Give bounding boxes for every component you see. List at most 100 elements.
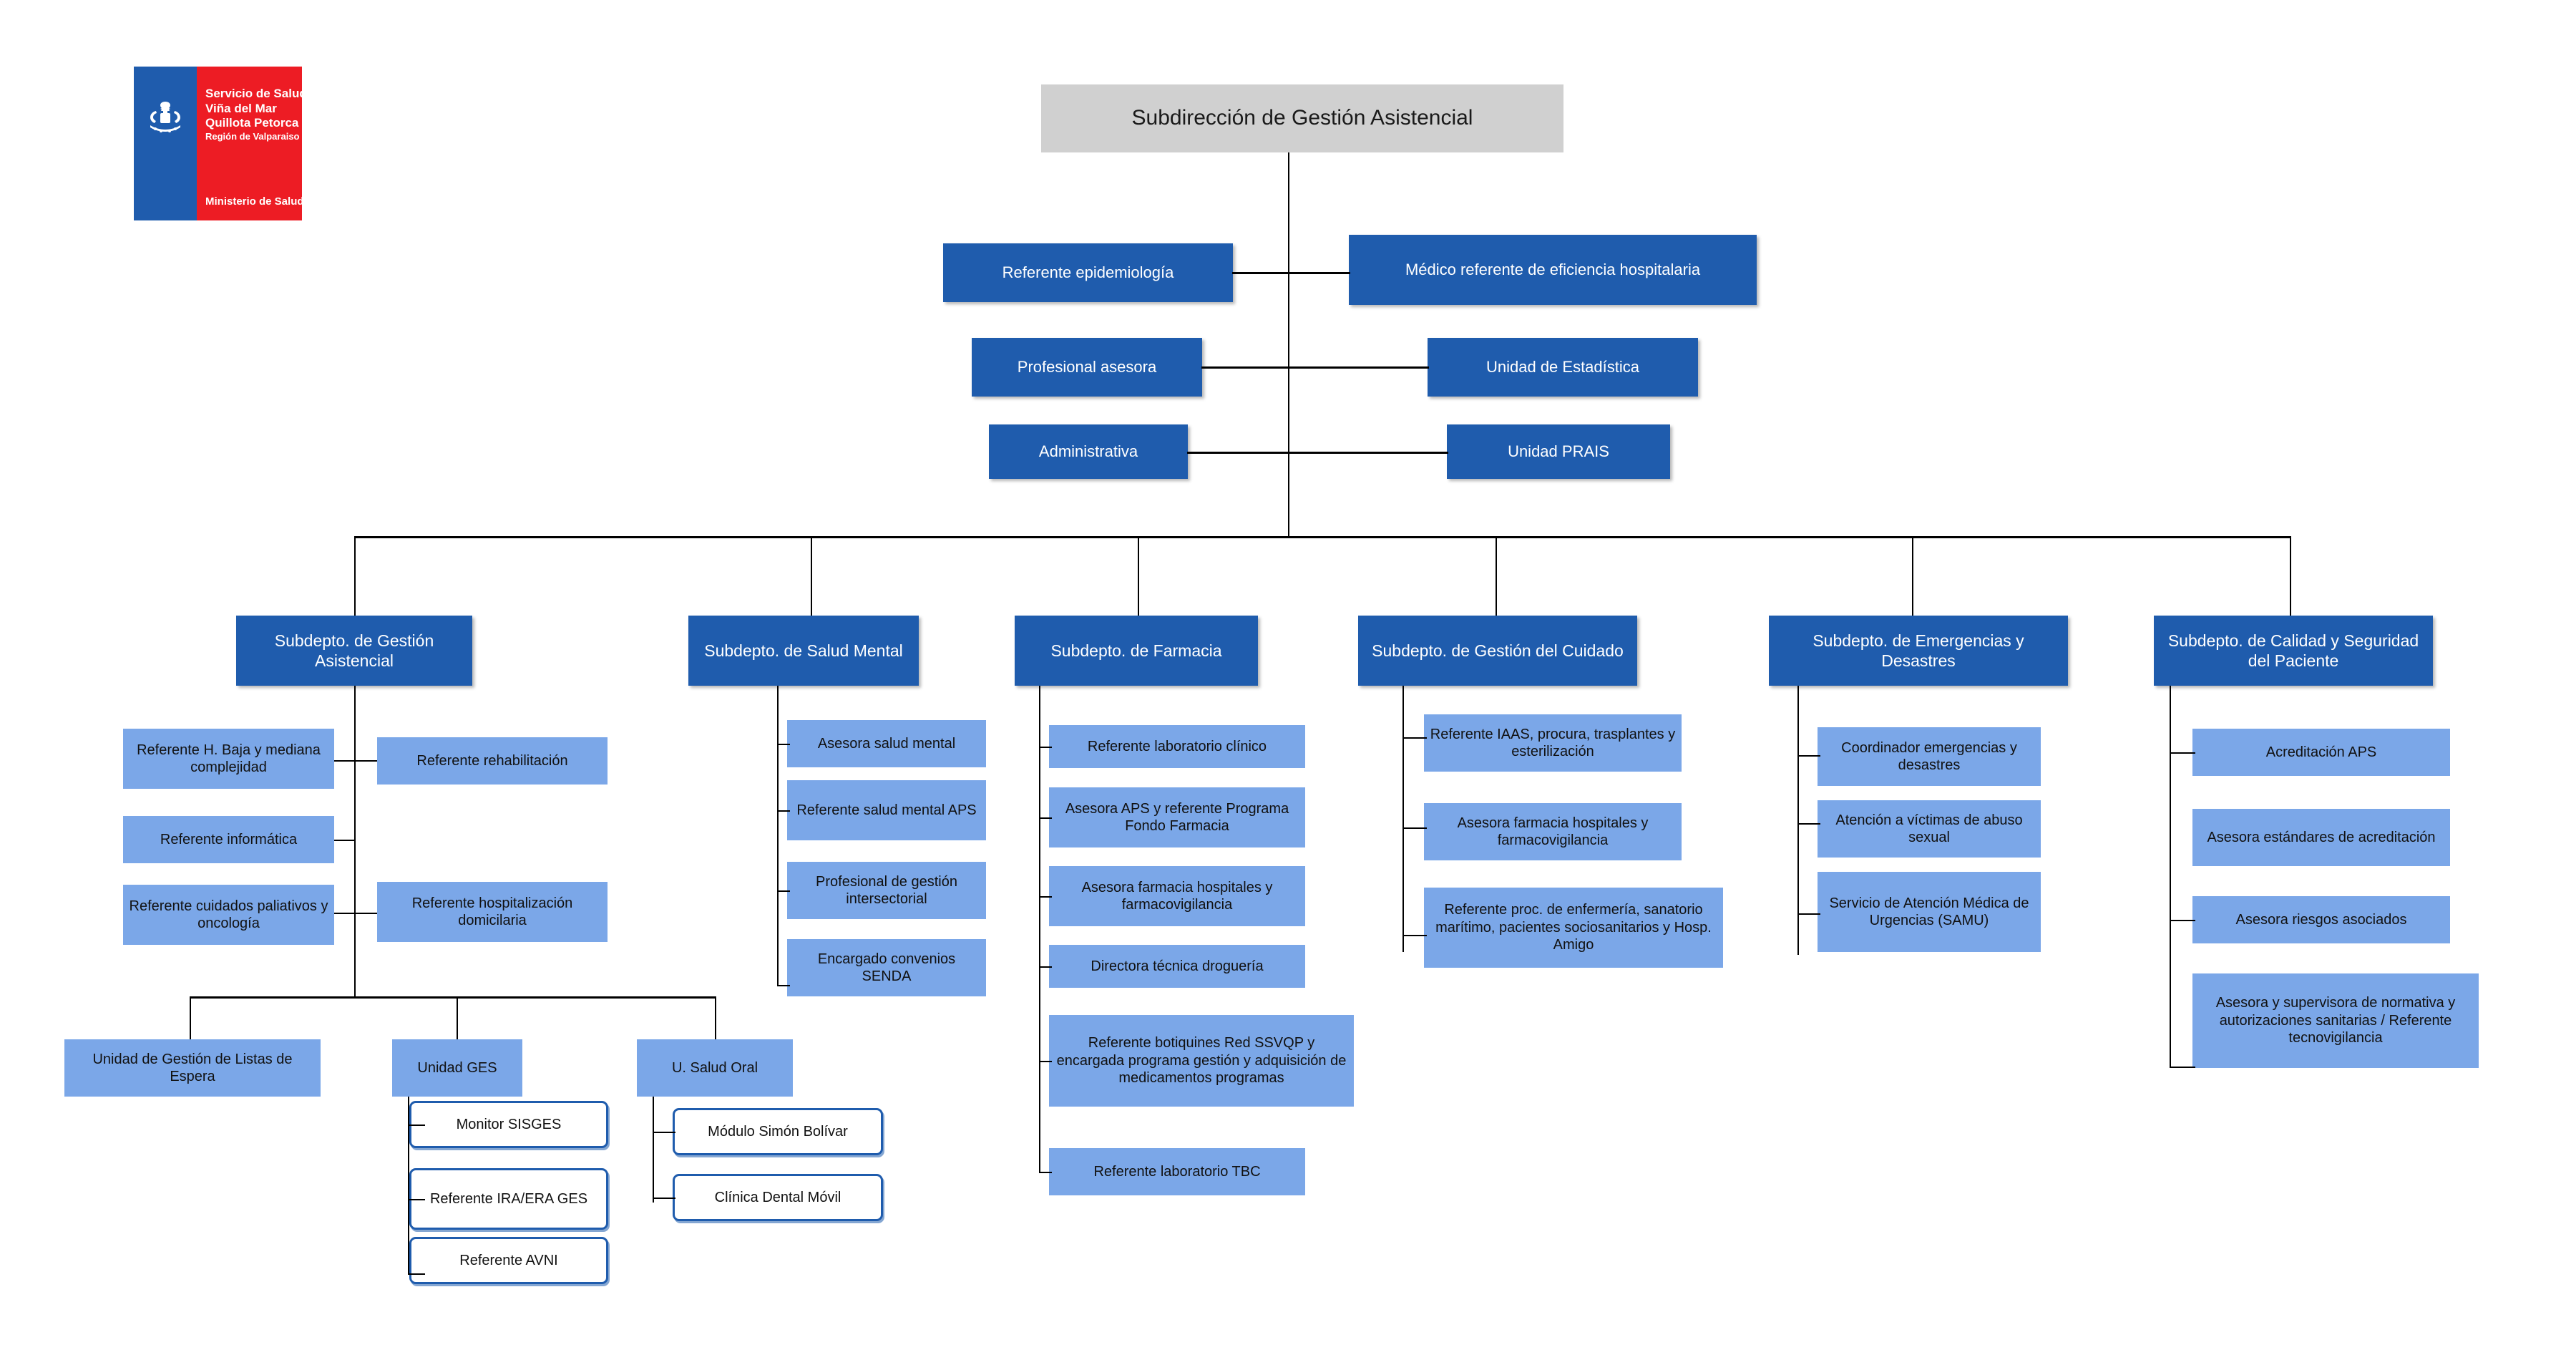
col5-item-1[interactable]: Atención a víctimas de abuso sexual [1818,800,2041,858]
unit-ges-child-connector-1 [408,1199,425,1200]
staff-row-2-connector [1201,366,1429,369]
dept-header-gestion-cuidado[interactable]: Subdepto. de Gestión del Cuidado [1358,616,1637,686]
logo-text-block: Servicio de Salud Viña del Mar Quillota … [205,87,307,142]
col2-item-1[interactable]: Referente salud mental APS [787,780,986,840]
unit-salud-oral-spine [653,1097,654,1203]
col3-connector-5 [1039,1172,1052,1173]
col3-item-4[interactable]: Referente botiquines Red SSVQP y encarga… [1049,1015,1354,1107]
col1-connector-row-2 [334,913,377,914]
dept-drop-5 [1912,536,1913,616]
staff-right-unidad-prais[interactable]: Unidad PRAIS [1447,424,1670,479]
col2-connector-2 [777,890,790,892]
col2-item-3[interactable]: Encargado convenios SENDA [787,939,986,996]
col3-connector-4 [1039,1061,1052,1062]
staff-left-administrativa[interactable]: Administrativa [989,424,1188,479]
col4-item-2[interactable]: Referente proc. de enfermería, sanatorio… [1424,888,1723,968]
unit-salud-oral-connector-1 [653,1198,675,1199]
logo-red-panel: Servicio de Salud Viña del Mar Quillota … [197,67,307,220]
col1-left-item-2[interactable]: Referente cuidados paliativos y oncologí… [123,885,334,945]
col3-connector-1 [1039,817,1052,819]
col1-right-item-1[interactable]: Referente hospitalización domicilaria [377,882,608,942]
col1-spine [354,686,356,997]
col2-spine [777,686,779,985]
staff-left-referente-epidemiologia[interactable]: Referente epidemiología [943,243,1233,302]
unit-ges-child-connector-2 [408,1273,425,1275]
dept-drop-1 [354,536,356,616]
col3-item-1[interactable]: Asesora APS y referente Programa Fondo F… [1049,787,1305,847]
logo-blue-panel [134,67,197,220]
unit-salud-oral-connector-0 [653,1132,675,1133]
col2-item-0[interactable]: Asesora salud mental [787,720,986,767]
logo-line-4: Región de Valparaiso [205,131,300,142]
col4-connector-1 [1402,827,1427,829]
col6-item-2[interactable]: Asesora riesgos asociados [2192,896,2450,943]
col1-unit-drop-3 [715,996,716,1041]
col1-unit-bus-line [190,996,716,999]
col2-connector-3 [777,985,790,986]
unit-ges-child-connector-0 [408,1125,425,1126]
col6-connector-2 [2170,920,2195,921]
col6-item-3[interactable]: Asesora y supervisora de normativa y aut… [2192,973,2479,1068]
logo-line-2: Viña del Mar [205,101,277,115]
dept-header-gestion-asistencial[interactable]: Subdepto. de Gestión Asistencial [236,616,472,686]
col5-item-2[interactable]: Servicio de Atención Médica de Urgencias… [1818,872,2041,952]
col3-item-3[interactable]: Directora técnica droguería [1049,945,1305,988]
col3-item-5[interactable]: Referente laboratorio TBC [1049,1148,1305,1195]
unit-ges-child-1[interactable]: Referente IRA/ERA GES [409,1168,608,1230]
col6-item-0[interactable]: Acreditación APS [2192,729,2450,776]
dept-header-calidad-seguridad[interactable]: Subdepto. de Calidad y Seguridad del Pac… [2154,616,2433,686]
col5-connector-2 [1797,913,1820,915]
root-node-subdireccion[interactable]: Subdirección de Gestión Asistencial [1041,84,1563,152]
col6-connector-0 [2170,752,2195,754]
col4-item-1[interactable]: Asesora farmacia hospitales y farmacovig… [1424,803,1682,860]
unit-salud-oral-child-0[interactable]: Módulo Simón Bolívar [673,1108,883,1155]
unit-ges-child-2[interactable]: Referente AVNI [409,1237,608,1284]
unit-ges-spine [408,1097,409,1274]
col5-connector-1 [1797,823,1820,825]
staff-row-1-connector [1232,272,1350,274]
col2-connector-1 [777,810,790,812]
col5-connector-0 [1797,755,1820,757]
col1-right-item-0[interactable]: Referente rehabilitación [377,737,608,785]
col1-left-item-1[interactable]: Referente informática [123,816,334,863]
unit-ges[interactable]: Unidad GES [392,1039,522,1097]
col1-connector-row-0 [334,760,377,762]
unit-salud-oral-child-1[interactable]: Clínica Dental Móvil [673,1174,883,1221]
col2-item-2[interactable]: Profesional de gestión intersectorial [787,862,986,919]
col4-item-0[interactable]: Referente IAAS, procura, trasplantes y e… [1424,714,1682,772]
col3-item-2[interactable]: Asesora farmacia hospitales y farmacovig… [1049,866,1305,926]
col5-item-0[interactable]: Coordinador emergencias y desastres [1818,727,2041,786]
col6-item-1[interactable]: Asesora estándares de acreditación [2192,809,2450,866]
staff-left-profesional-asesora[interactable]: Profesional asesora [972,338,1202,397]
unit-salud-oral[interactable]: U. Salud Oral [637,1039,793,1097]
unit-ges-child-0[interactable]: Monitor SISGES [409,1101,608,1148]
col1-unit-drop-2 [457,996,458,1041]
chile-coat-of-arms-icon [150,102,180,132]
staff-row-3-connector [1187,452,1448,454]
staff-right-medico-referente-eficiencia[interactable]: Médico referente de eficiencia hospitala… [1349,235,1757,305]
col1-left-item-0[interactable]: Referente H. Baja y mediana complejidad [123,729,334,789]
col3-connector-0 [1039,747,1052,748]
minsal-ssvqp-logo: Servicio de Salud Viña del Mar Quillota … [134,67,307,220]
col1-unit-drop-1 [190,996,191,1041]
department-bus-line [354,536,2290,538]
col6-spine [2170,686,2171,1068]
dept-drop-2 [811,536,812,616]
dept-header-salud-mental[interactable]: Subdepto. de Salud Mental [688,616,919,686]
col2-connector-0 [777,744,790,745]
dept-drop-3 [1138,536,1139,616]
col3-item-0[interactable]: Referente laboratorio clínico [1049,725,1305,768]
col4-connector-2 [1402,935,1427,936]
logo-line-1: Servicio de Salud [205,87,307,100]
dept-header-emergencias-desastres[interactable]: Subdepto. de Emergencias y Desastres [1769,616,2068,686]
staff-right-unidad-estadistica[interactable]: Unidad de Estadística [1428,338,1698,397]
col3-spine [1039,686,1040,1172]
dept-header-farmacia[interactable]: Subdepto. de Farmacia [1015,616,1258,686]
logo-line-3: Quillota Petorca [205,116,299,130]
dept-drop-6 [2290,536,2291,616]
col4-connector-0 [1402,737,1427,739]
col6-connector-3 [2170,1067,2195,1068]
col3-connector-3 [1039,966,1052,968]
unit-gestion-listas-espera[interactable]: Unidad de Gestión de Listas de Espera [64,1039,321,1097]
